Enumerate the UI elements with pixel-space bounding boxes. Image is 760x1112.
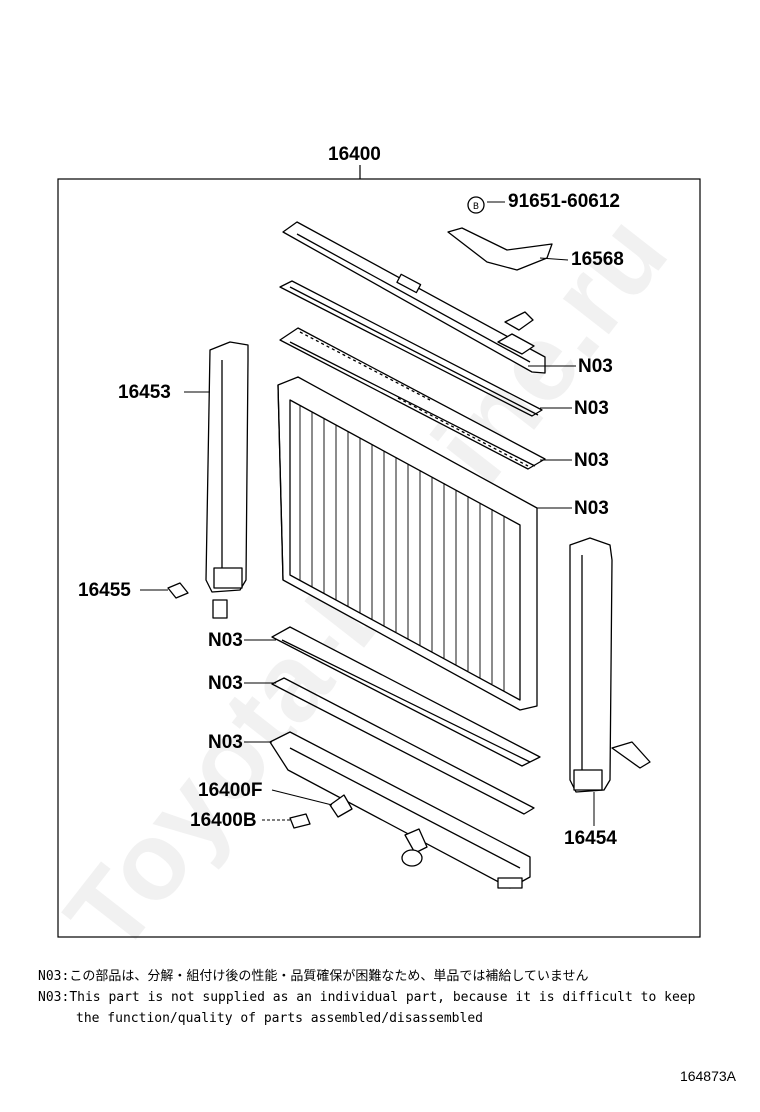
right-support-bracket <box>569 537 651 793</box>
note-prefix: N03: <box>38 990 70 1005</box>
label-bolt: 91651-60612 <box>508 191 620 212</box>
svg-text:B: B <box>473 202 479 212</box>
document-id: 164873A <box>679 1068 736 1084</box>
assembly-frame <box>57 178 701 938</box>
upper-core-plate <box>279 327 546 470</box>
label-top-bracket: 16568 <box>571 249 624 270</box>
label-drain-cock: 16400F <box>198 780 262 801</box>
label-n03-upper-plate: N03 <box>574 450 609 471</box>
label-n03-lower-tank: N03 <box>208 732 243 753</box>
label-n03-upper-tank: N03 <box>578 356 613 377</box>
upper-gasket <box>279 280 543 417</box>
lower-tank <box>269 731 531 889</box>
upper-tank <box>282 221 546 374</box>
radiator-core <box>277 376 538 711</box>
label-n03-lower-plate: N03 <box>208 630 243 651</box>
clip-icon <box>167 582 189 599</box>
label-n03-lower-gasket: N03 <box>208 673 243 694</box>
drain-cock-icon <box>329 794 353 818</box>
note-japanese: N03:この部品は、分解・組付け後の性能・品質確保が困難なため、単品では補給して… <box>38 966 748 987</box>
footnotes: N03:この部品は、分解・組付け後の性能・品質確保が困難なため、単品では補給して… <box>38 966 748 1029</box>
note-english: N03:This part is not supplied as an indi… <box>38 987 748 1008</box>
note-en-line2: the function/quality of parts assembled/… <box>76 1011 483 1026</box>
note-prefix: N03: <box>38 969 70 984</box>
top-bracket <box>447 227 553 271</box>
note-en-line1: This part is not supplied as an individu… <box>69 990 696 1005</box>
label-left-support: 16453 <box>118 382 171 403</box>
label-clip: 16455 <box>78 580 131 601</box>
note-jp-text: この部品は、分解・組付け後の性能・品質確保が困難なため、単品では補給していません <box>69 969 589 984</box>
label-drain-plug: 16400B <box>190 810 257 831</box>
label-n03-core: N03 <box>574 498 609 519</box>
lower-core-plate <box>271 626 541 767</box>
label-n03-upper-gasket: N03 <box>574 398 609 419</box>
drain-plug-icon <box>289 813 311 829</box>
label-right-support: 16454 <box>564 828 617 849</box>
label-assembly: 16400 <box>328 144 381 165</box>
bolt-icon: B <box>467 196 485 214</box>
lower-gasket <box>271 677 535 815</box>
left-support-bracket <box>205 341 249 619</box>
